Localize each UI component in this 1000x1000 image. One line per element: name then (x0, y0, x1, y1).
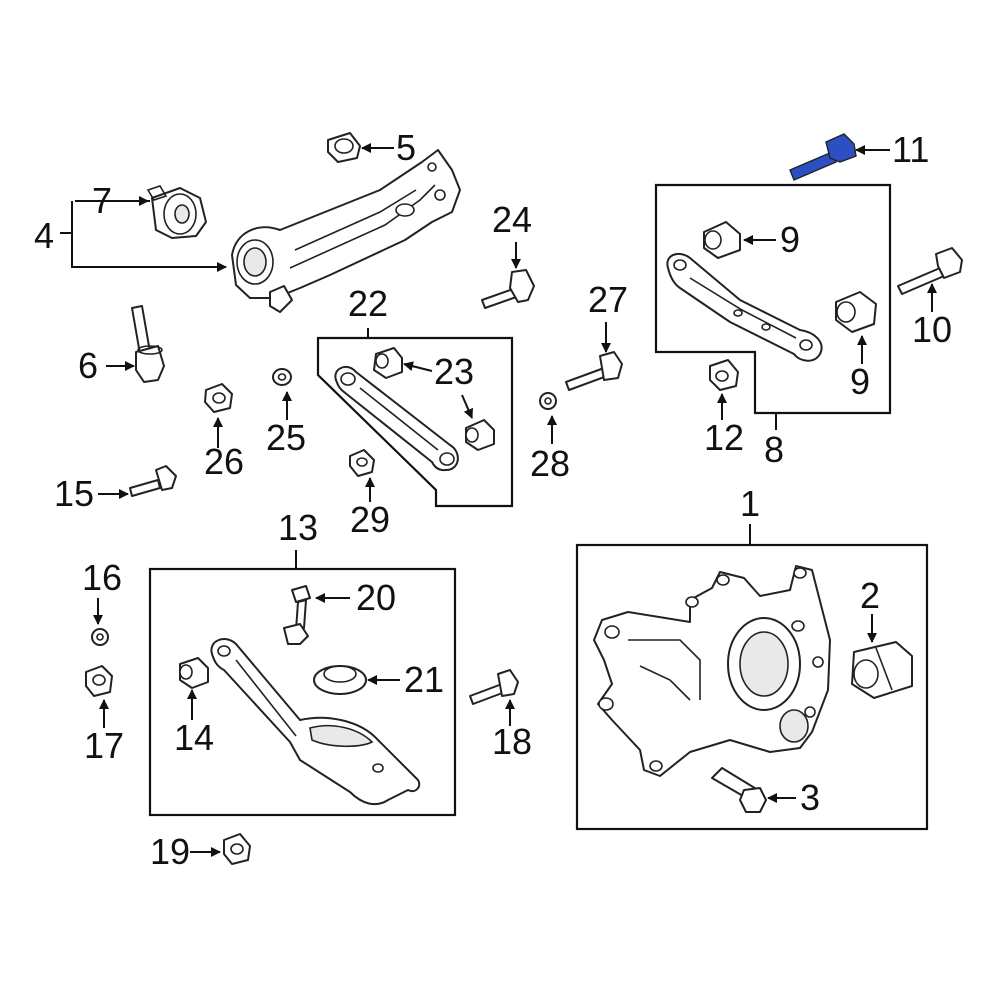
part-7-bushing[interactable] (146, 185, 207, 239)
callout-1: 1 (740, 483, 760, 524)
part-2-bushing[interactable] (851, 641, 913, 699)
part-23-bushing-lower[interactable] (465, 419, 495, 451)
part-21-spring-seat[interactable] (313, 665, 367, 695)
part-9-bushing-lower[interactable] (835, 291, 877, 333)
part-24-bolt[interactable] (481, 269, 535, 309)
part-23-bushing-upper[interactable] (373, 347, 403, 379)
group-box-1 (575, 543, 929, 831)
callout-7: 7 (92, 180, 112, 221)
callout-19: 19 (150, 831, 190, 872)
group-box-13 (148, 567, 457, 817)
callout-27: 27 (588, 279, 628, 320)
callout-5: 5 (396, 127, 416, 168)
part-9-bushing-upper[interactable] (703, 221, 741, 259)
callout-29: 29 (350, 499, 390, 540)
part-26-nut[interactable] (204, 383, 233, 413)
part-12-nut[interactable] (709, 359, 739, 391)
callout-24: 24 (492, 199, 532, 240)
part-1-knuckle[interactable] (593, 565, 831, 777)
part-28-washer[interactable] (539, 392, 557, 410)
callout-10: 10 (912, 309, 952, 350)
callout-18: 18 (492, 721, 532, 762)
callout-20: 20 (356, 577, 396, 618)
callout-17: 17 (84, 725, 124, 766)
callout-25: 25 (266, 417, 306, 458)
callout-9-upper: 9 (780, 219, 800, 260)
callout-6: 6 (78, 345, 98, 386)
part-14-bushing[interactable] (179, 657, 209, 689)
callout-15: 15 (54, 473, 94, 514)
callout-22: 22 (348, 283, 388, 324)
callout-21: 21 (404, 659, 444, 700)
group-box-22 (316, 336, 514, 508)
callout-11: 11 (892, 129, 929, 170)
callout-9-lower: 9 (850, 361, 870, 402)
part-20-stabilizer-link[interactable] (283, 585, 311, 645)
callout-3: 3 (800, 777, 820, 818)
callout-12: 12 (704, 417, 744, 458)
part-10-bolt[interactable] (897, 247, 963, 295)
part-16-washer[interactable] (91, 628, 109, 646)
callout-4: 4 (34, 215, 54, 256)
part-29-nut[interactable] (349, 449, 375, 477)
callout-13: 13 (278, 507, 318, 548)
callout-23: 23 (434, 351, 474, 392)
part-15-bolt[interactable] (129, 465, 177, 497)
part-8-upper-arm[interactable] (666, 252, 823, 362)
part-25-washer[interactable] (272, 368, 292, 386)
callout-14: 14 (174, 717, 214, 758)
part-5-nut[interactable] (327, 132, 361, 163)
part-18-bolt[interactable] (469, 669, 519, 705)
part-19-nut[interactable] (223, 833, 251, 865)
part-4-trailing-arm[interactable] (231, 149, 461, 313)
part-17-nut[interactable] (85, 665, 113, 697)
part-22-lateral-link[interactable] (334, 365, 459, 472)
part-3-bolt[interactable] (711, 767, 767, 813)
callout-8: 8 (764, 429, 784, 470)
part-6-bolt[interactable] (131, 305, 165, 383)
callout-16: 16 (82, 557, 122, 598)
part-11-bolt[interactable] (789, 133, 857, 181)
callout-26: 26 (204, 441, 244, 482)
callout-28: 28 (530, 443, 570, 484)
group-box-8 (654, 183, 892, 415)
callout-2: 2 (860, 575, 880, 616)
part-13-lower-arm[interactable] (210, 638, 421, 806)
part-27-bolt[interactable] (565, 351, 623, 391)
